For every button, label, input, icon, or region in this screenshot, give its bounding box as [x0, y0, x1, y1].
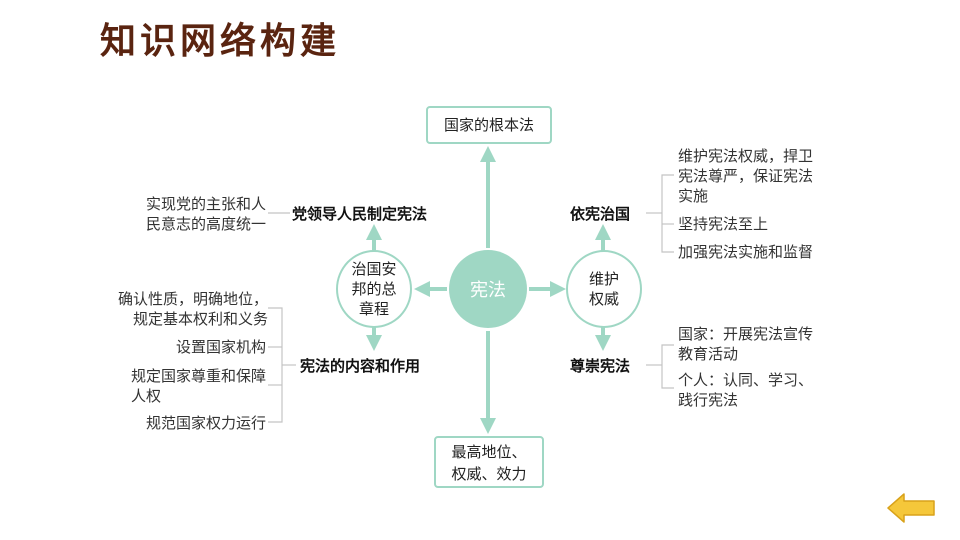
center-node-constitution: 宪法 [449, 250, 527, 328]
label-content-and-role: 宪法的内容和作用 [300, 355, 421, 376]
item-human-rights: 规定国家尊重和保障 人权 [130, 367, 266, 405]
page-title: 知识网络构建 [100, 20, 341, 62]
top-box-fundamental-law: 国家的根本法 [426, 106, 552, 144]
bottom-box-supreme-status: 最高地位、 权威、效力 [434, 436, 544, 488]
label-rule-by-constitution: 依宪治国 [570, 203, 631, 224]
item-supervision: 加强宪法实施和监督 [678, 243, 814, 261]
note-party-will: 实现党的主张和人 民意志的高度统一 [145, 195, 266, 233]
item-individual-practice: 个人：认同、学习、 践行宪法 [678, 371, 814, 409]
item-state-organs: 设置国家机构 [175, 338, 266, 356]
label-party-leads: 党领导人民制定宪法 [292, 203, 428, 224]
item-confirm-nature: 确认性质，明确地位， 规定基本权利和义务 [117, 290, 268, 328]
bracket-lines [268, 174, 674, 423]
left-circle-node: 治国安 邦的总 章程 [336, 250, 412, 328]
item-regulate-power: 规范国家权力运行 [145, 414, 266, 432]
item-supremacy: 坚持宪法至上 [678, 215, 769, 233]
left-arrow-icon[interactable] [886, 492, 936, 524]
item-state-education: 国家：开展宪法宣传 教育活动 [678, 325, 814, 363]
right-circle-node: 维护 权威 [566, 250, 642, 328]
label-respect-constitution: 尊崇宪法 [570, 355, 631, 376]
item-uphold-authority: 维护宪法权威，捍卫 宪法尊严，保证宪法 实施 [678, 147, 814, 205]
